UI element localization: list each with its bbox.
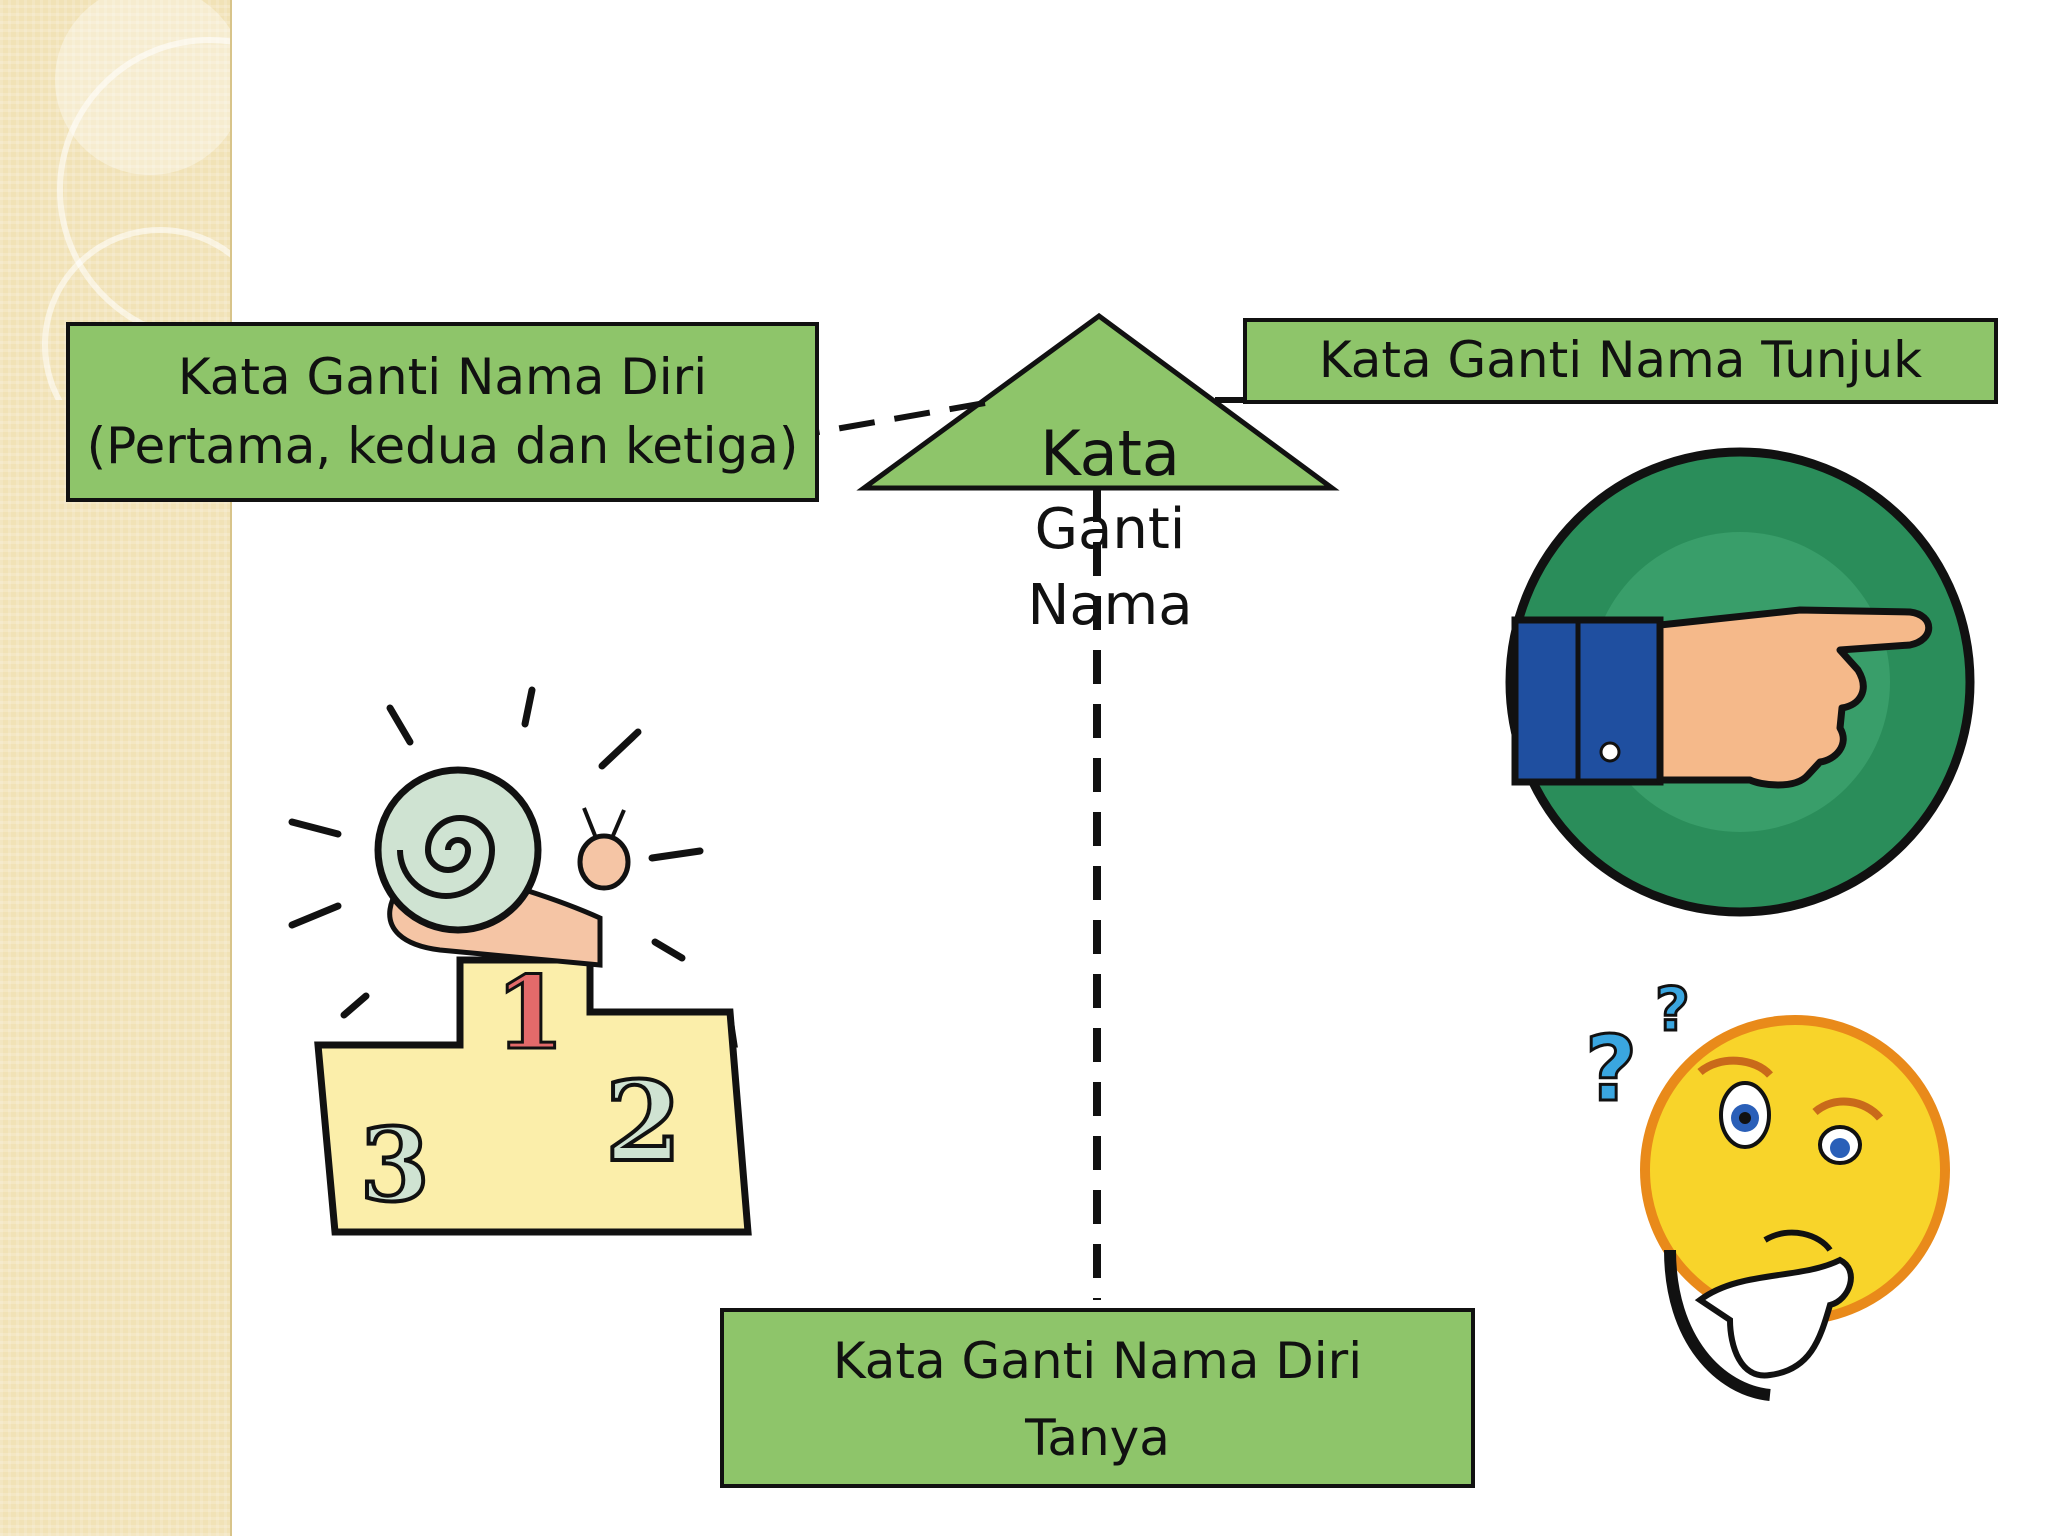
- slide-sidebar-decoration: [0, 0, 232, 1536]
- bottom-box-subtitle: Tanya: [1025, 1409, 1170, 1467]
- svg-text:3: 3: [360, 1106, 430, 1224]
- right-box: Kata Ganti Nama Tunjuk: [1243, 318, 1998, 404]
- bottom-box-title: Kata Ganti Nama Diri: [832, 1332, 1363, 1390]
- center-label-line1: Kata: [1040, 417, 1180, 490]
- svg-text:1: 1: [495, 954, 565, 1072]
- svg-text:2: 2: [605, 1057, 682, 1186]
- right-box-title: Kata Ganti Nama Tunjuk: [1318, 331, 1923, 389]
- left-box: Kata Ganti Nama Diri (Pertama, kedua dan…: [66, 322, 819, 502]
- center-label-line2: Ganti: [1034, 497, 1186, 562]
- center-label-line3: Nama: [1027, 573, 1193, 638]
- left-box-subtitle: (Pertama, kedua dan ketiga): [86, 417, 799, 475]
- left-box-title: Kata Ganti Nama Diri: [177, 348, 708, 406]
- center-label: Kata Ganti Nama: [1010, 416, 1210, 644]
- bottom-box: Kata Ganti Nama Diri Tanya: [720, 1308, 1475, 1488]
- svg-text:?: ?: [1585, 1017, 1637, 1122]
- svg-text:?: ?: [1655, 975, 1690, 1045]
